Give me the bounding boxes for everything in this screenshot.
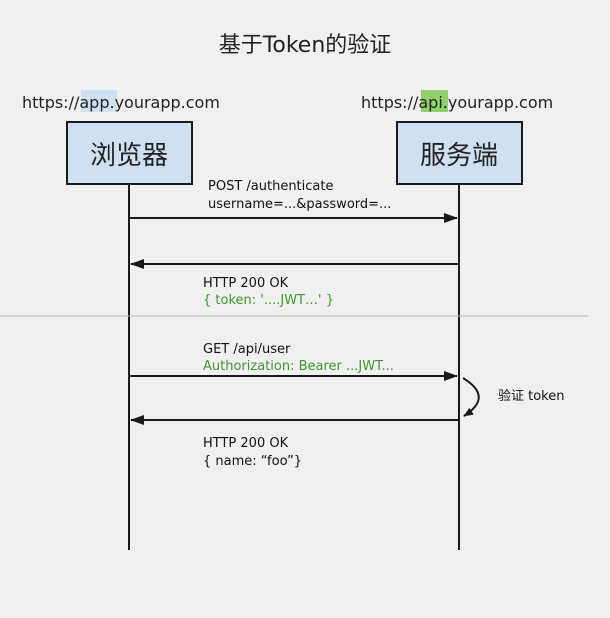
message-1-line2: username=...&password=... <box>208 197 391 212</box>
server-url: https://api.yourapp.com <box>361 93 553 112</box>
message-4-line1: HTTP 200 OK <box>203 436 289 451</box>
client-box <box>66 121 193 185</box>
diagram-title: 基于Token的验证 <box>219 33 392 58</box>
verify-token-self-arrow <box>462 377 480 417</box>
message-4-line2: { name: “foo”} <box>203 454 302 469</box>
message-3-line2: Authorization: Bearer ...JWT... <box>203 359 394 374</box>
server-box <box>396 121 523 185</box>
verify-token-label: 验证 token <box>498 388 565 404</box>
server-url-highlight <box>421 90 448 112</box>
server-label: 服务端 <box>420 141 498 171</box>
message-2-line1: HTTP 200 OK <box>203 276 289 291</box>
message-3-line1: GET /api/user <box>203 342 291 357</box>
client-label: 浏览器 <box>90 141 168 171</box>
client-url-highlight <box>81 90 117 112</box>
message-1-line1: POST /authenticate <box>208 179 333 194</box>
client-url: https://app.yourapp.com <box>22 93 220 112</box>
message-2-line2: { token: '....JWT…' } <box>203 293 334 308</box>
